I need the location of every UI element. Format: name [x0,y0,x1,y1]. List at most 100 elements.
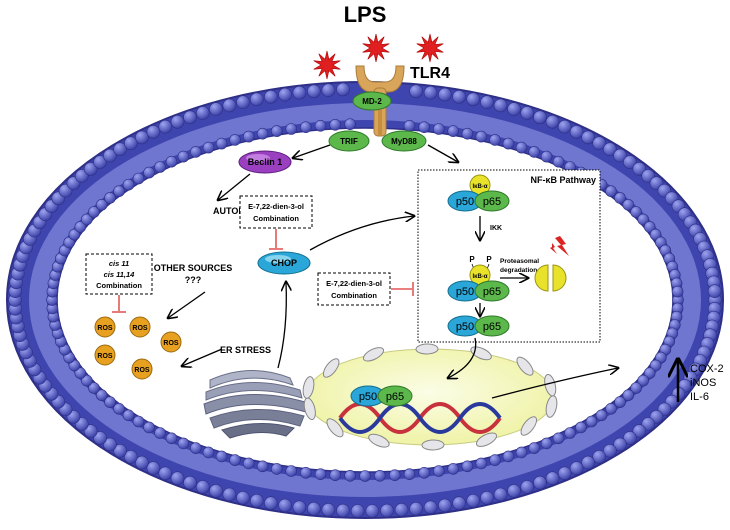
membrane-lipid-head [552,155,565,168]
membrane-lipid-head [545,471,560,486]
membrane-lipid-head [215,137,228,150]
membrane-lipid-head [613,148,627,163]
membrane-lipid-head [154,427,166,439]
membrane-lipid-head [461,127,474,140]
membrane-lipid-head [603,142,617,156]
membrane-lipid-head [158,119,173,134]
membrane-lipid-head [432,465,445,477]
membrane-lipid-head [202,446,215,459]
membrane-lipid-head [264,90,278,104]
dna-helix [338,402,502,434]
p50-label: p50 [456,321,474,333]
membrane-lipid-head [299,466,312,479]
membrane-lipid-head [249,92,264,107]
membrane-lipid-head [170,471,185,486]
membrane-lipid-head [493,487,508,502]
membrane-lipid-head [329,469,342,482]
tlr4-label: TLR4 [410,65,450,82]
membrane-lipid-head [452,90,466,104]
membrane-lipid-head [380,503,394,518]
membrane-lipid-head [528,146,541,158]
membrane-lipid-head [329,119,342,131]
membrane-lipid-head [409,84,423,99]
membrane-lipid-head [605,185,617,197]
p65-label: p65 [483,196,501,208]
membrane-lipid-head [540,437,553,450]
membrane-lipid-head [215,450,228,463]
membrane-lipid-head [132,415,145,428]
output-inos: iNOS [690,377,716,389]
membrane-lipid-head [74,221,87,233]
membrane-lipid-head [74,367,87,379]
nuclear-pore [544,373,557,397]
membrane-lipid-head [83,424,98,438]
membrane-lipid-head [177,150,190,163]
membrane-lipid-head [307,501,321,516]
membrane-lipid-head [222,487,237,502]
membrane-lipid-head [475,130,488,143]
membrane-lipid-head [423,500,438,515]
membrane-lipid-head [533,110,547,125]
membrane-lipid-head [249,493,264,508]
membrane-lipid-head [135,455,149,470]
membrane-lipid-head [177,437,190,450]
membrane-lipid-head [236,95,250,109]
membrane-lipid-head [146,461,161,475]
ros-molecule: ROS [94,344,116,366]
membrane-lipid-head [95,389,108,402]
membrane-lipid-head [564,427,576,439]
nuclear-pore [516,356,534,376]
membrane-lipid-head [632,162,647,176]
membrane-lipid-head [81,213,93,226]
membrane-lipid-head [489,134,501,146]
membrane-lipid-head [480,95,494,109]
p65-protein [474,315,510,337]
membrane-lipid-head [493,98,508,113]
membrane-lipid-head [154,161,166,173]
phospho-label: P [469,255,475,264]
membrane-lipid-head [447,463,460,475]
membrane-lipid-head [321,83,336,97]
other-sources-label: OTHER SOURCES [154,263,233,273]
endoplasmic-reticulum [203,370,307,439]
membrane-lipid-head [632,424,647,438]
membrane-lipid-head [222,98,237,113]
membrane-lipid-head [75,169,89,183]
membrane-lipid-head [307,84,321,99]
membrane-lipid-head [365,504,380,518]
membrane-lipid-head [637,374,650,387]
membrane-lipid-head [447,125,460,137]
nfkb-pathway-title: NF-κB Pathway [530,175,596,185]
membrane-lipid-head [507,484,521,498]
p65-protein [474,280,510,302]
membrane-lipid-head [641,417,656,431]
output-cox2: COX-2 [690,363,724,375]
membrane-lipid-head [113,443,127,458]
membrane-lipid-head [81,374,93,387]
membrane-lipid-head [165,155,178,168]
membrane-lipid-head [403,468,416,481]
trif-label: TRIF [340,137,358,146]
membrane-lipid-head [321,502,336,517]
membrane-lipid-head [520,480,535,494]
pathway-arrows [168,144,618,399]
membrane-lipid-head [256,460,269,473]
compound-box-ros-line1: cis 11 [109,259,129,268]
ikba-label: IκB-α [472,274,487,280]
membrane-lipid-head [540,150,553,163]
membrane-lipid-head [314,120,327,132]
compound-box-ros-line3: Combination [96,281,142,290]
membrane-lipid-head [350,504,365,518]
membrane-lipid-head [592,449,607,464]
membrane-lipid-head [344,469,356,482]
membrane-lipid-head [515,141,528,154]
membrane-lipid-head [264,496,278,511]
membrane-lipid-head [299,121,312,133]
membrane-lipid-head [623,431,637,445]
nucleus [302,343,558,451]
compound-box-ros-line2: cis 11,14 [104,270,136,279]
membrane-lipid-head [113,185,125,197]
membrane-lipid-head [613,437,627,452]
membrane-lipid-head [209,484,223,498]
